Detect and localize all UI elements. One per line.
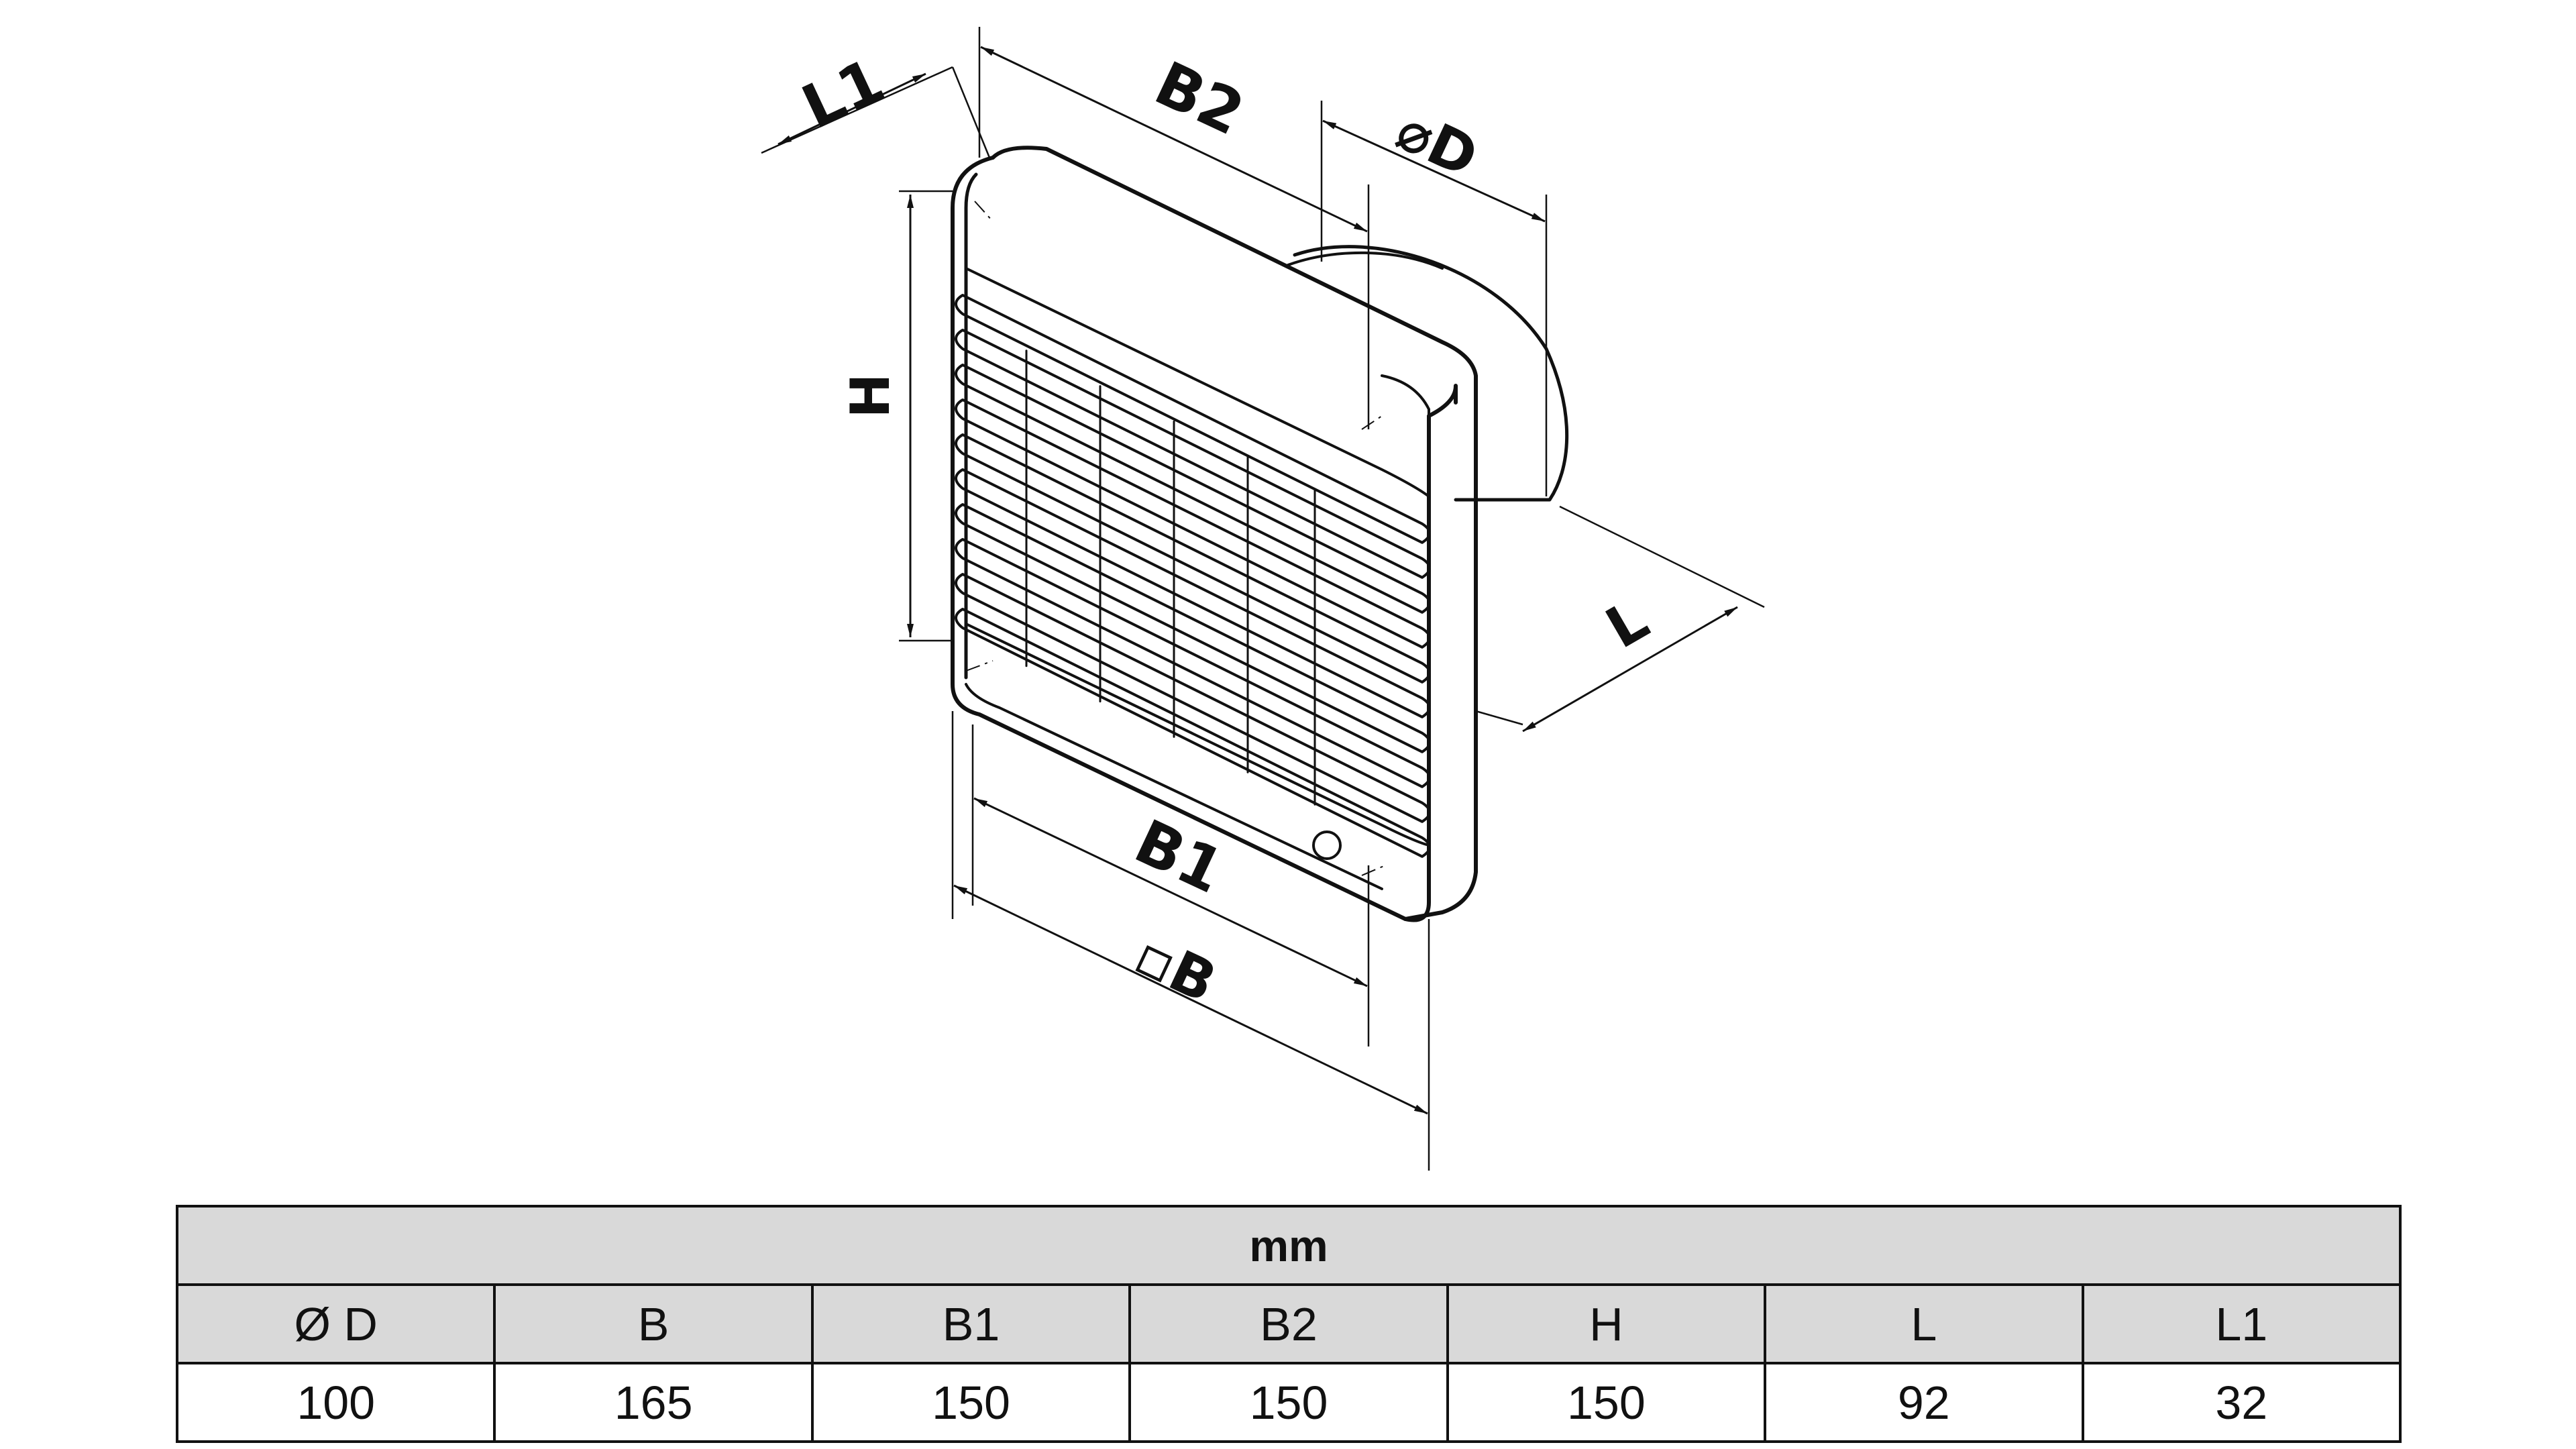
value-row: 100 165 150 150 150 92 32 xyxy=(175,1362,2402,1443)
label-L: L xyxy=(1595,586,1659,661)
value-cell: 100 xyxy=(175,1362,496,1443)
header-cell: B xyxy=(493,1283,814,1364)
louvre-slat xyxy=(955,329,1431,579)
louvre-slat xyxy=(955,364,1431,614)
value-cell: 150 xyxy=(1128,1362,1449,1443)
louvre-grille xyxy=(955,294,1431,858)
header-cell: B1 xyxy=(810,1283,1132,1364)
dimension-lines xyxy=(761,27,1765,1171)
louvre-slat xyxy=(955,398,1431,649)
label-L1: L1 xyxy=(792,45,895,143)
label-B2: B2 xyxy=(1144,48,1254,150)
value-cell: 92 xyxy=(1764,1362,2084,1443)
label-B: ▫B xyxy=(1125,922,1226,1016)
header-cell: L1 xyxy=(2081,1283,2402,1364)
value-cell: 150 xyxy=(1446,1362,1767,1443)
header-cell: Ø D xyxy=(175,1283,496,1364)
header-cell: H xyxy=(1446,1283,1767,1364)
value-cell: 165 xyxy=(493,1362,814,1443)
header-cell: B2 xyxy=(1128,1283,1449,1364)
control-button xyxy=(1312,830,1342,860)
label-B1: B1 xyxy=(1124,806,1234,908)
label-H: H xyxy=(839,374,902,419)
header-cell: L xyxy=(1764,1283,2084,1364)
louvre-slat xyxy=(955,573,1431,823)
label-D: ⌀D xyxy=(1387,97,1487,191)
value-cell: 32 xyxy=(2081,1362,2402,1443)
louvre-slat xyxy=(955,503,1431,753)
unit-row: mm xyxy=(176,1205,2402,1286)
fan-dimension-drawing: L1 B2 ⌀D H L B1 ▫B xyxy=(761,27,1765,1171)
value-cell: 150 xyxy=(810,1362,1132,1443)
header-row: Ø D B B1 B2 H L L1 xyxy=(175,1283,2402,1364)
louvre-slat xyxy=(955,433,1431,684)
duct-spigot xyxy=(1287,245,1569,502)
louvre-slat xyxy=(955,468,1431,718)
dimensions-table: mm Ø D B B1 B2 H L L1 100 165 150 150 15… xyxy=(175,1205,2402,1443)
louvre-slat xyxy=(955,294,1431,544)
fan-housing xyxy=(951,146,1478,922)
unit-header: mm xyxy=(176,1205,2402,1286)
louvre-slat xyxy=(955,538,1431,788)
louvre-slat xyxy=(955,608,1431,858)
